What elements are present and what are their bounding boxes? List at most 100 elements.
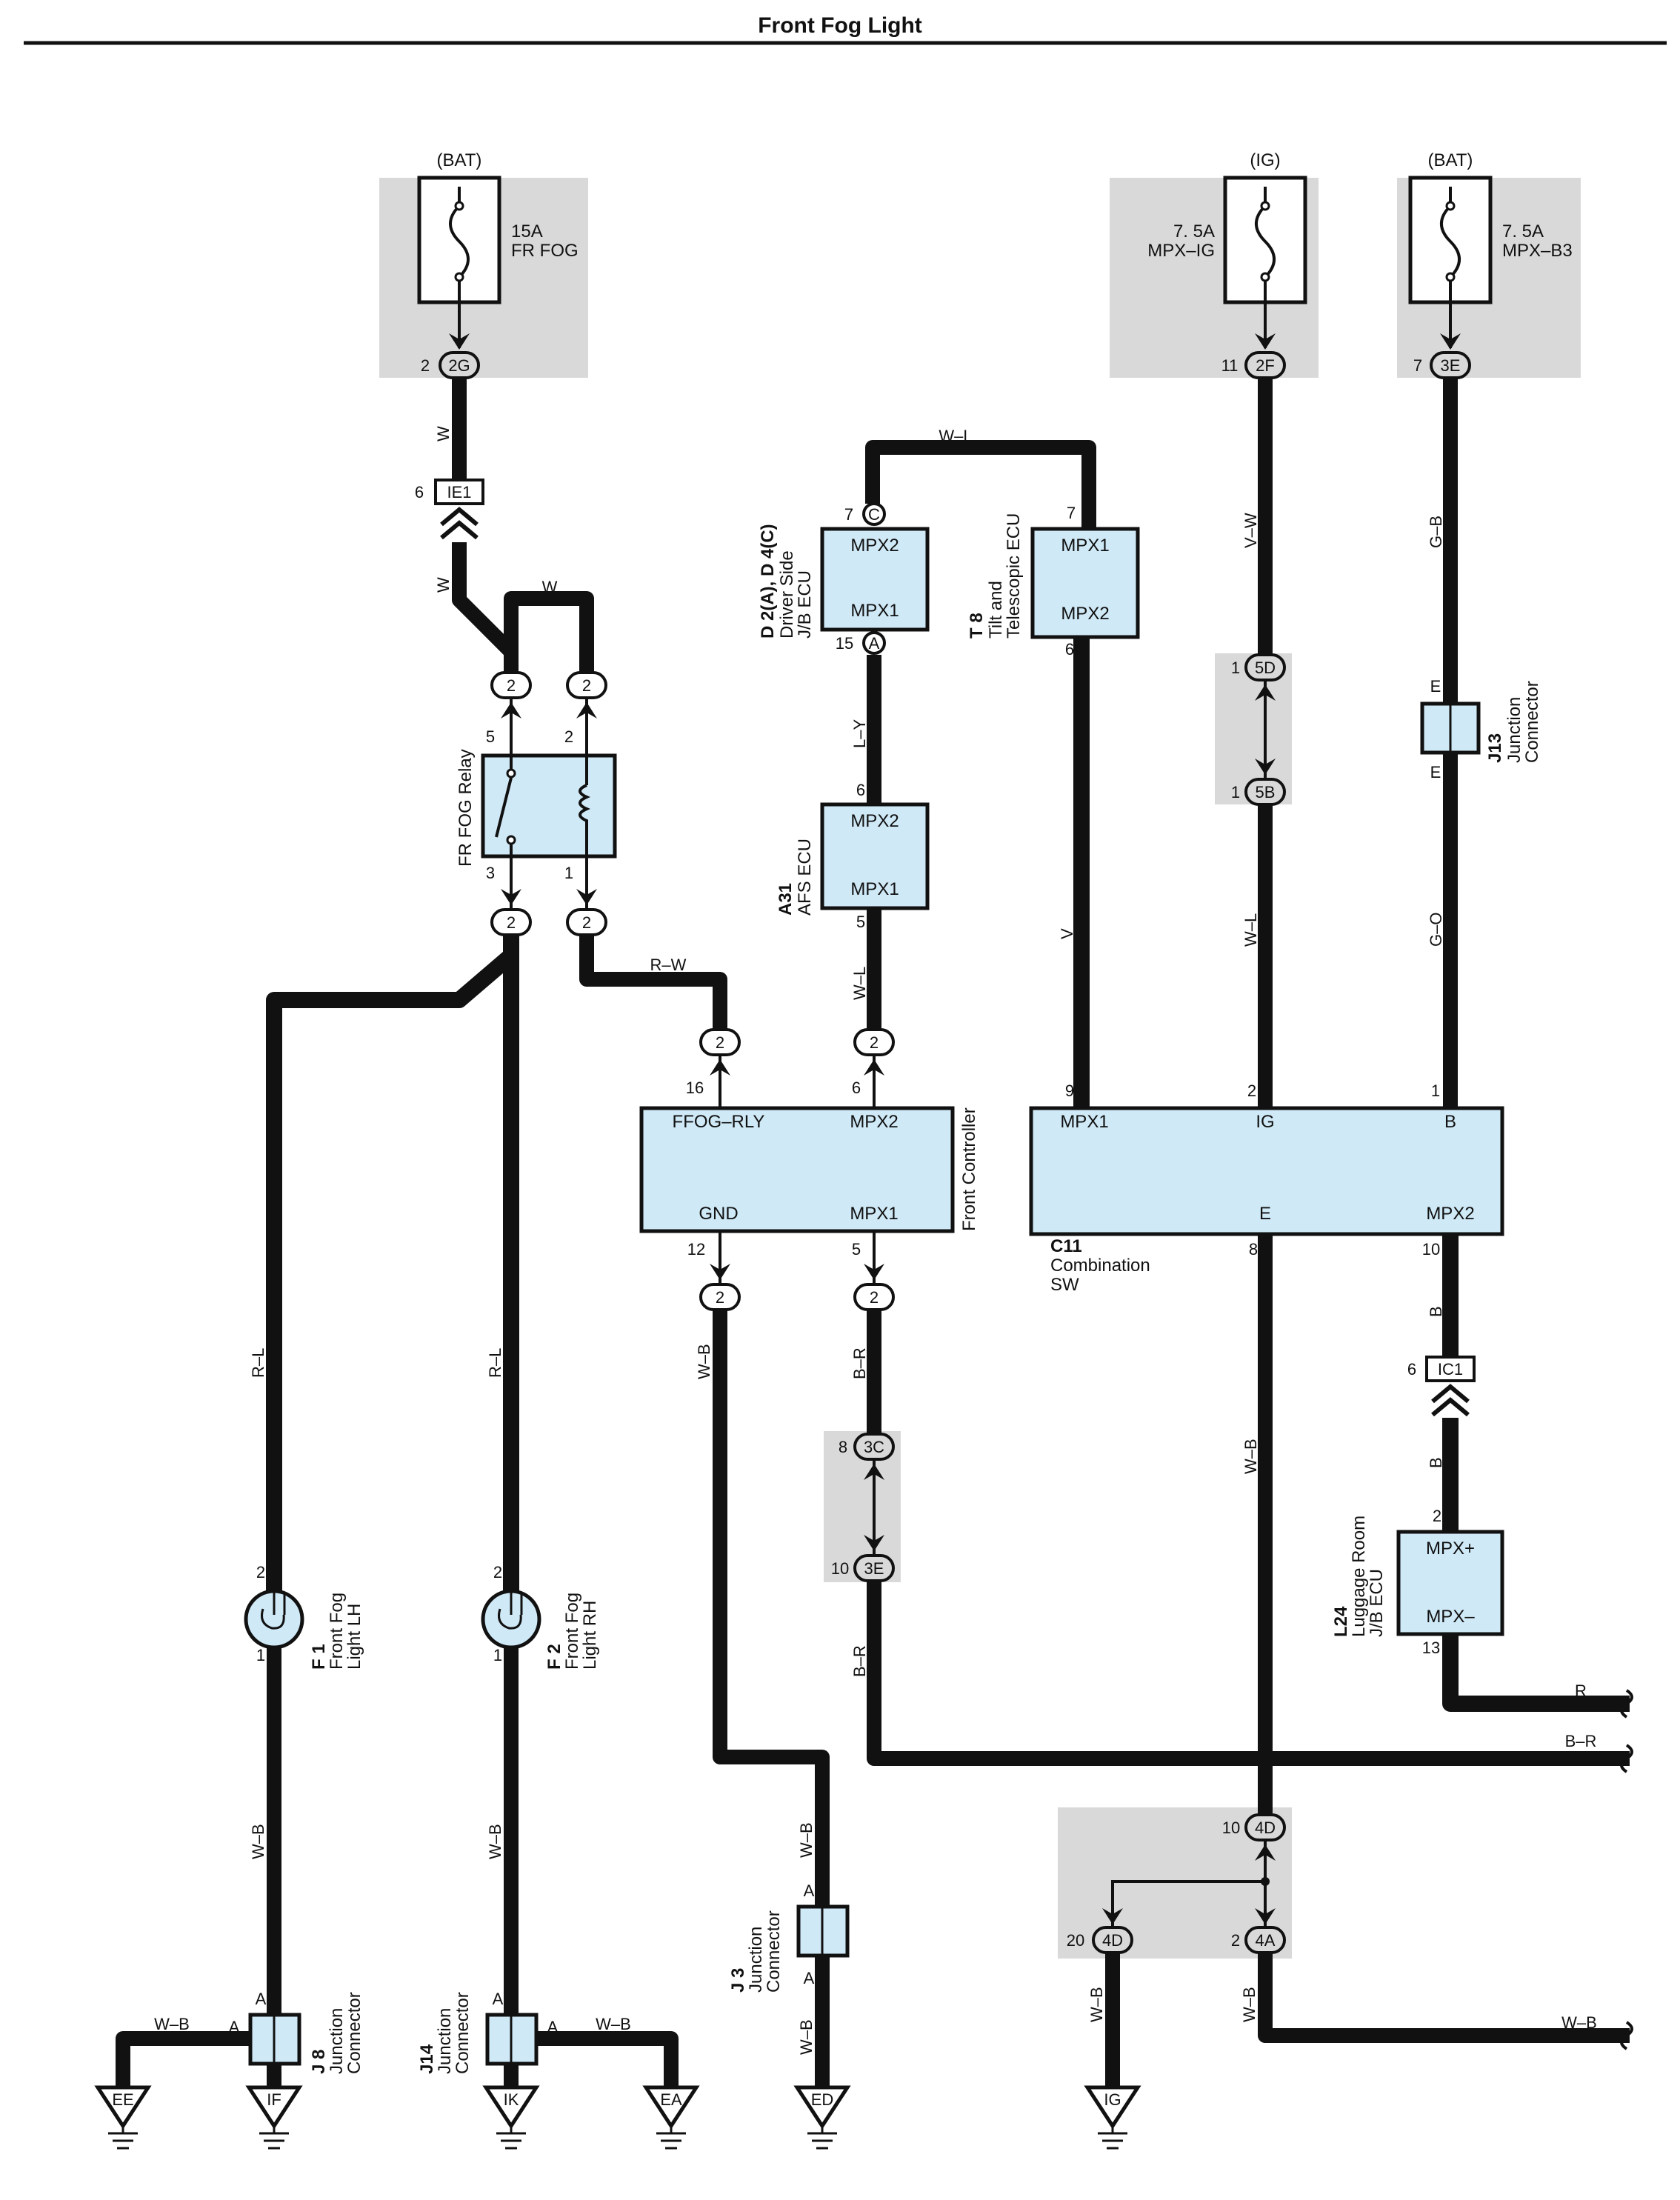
c11-mpx1: MPX1: [1060, 1112, 1108, 1132]
connector-ic1-pin: 6: [1407, 1360, 1416, 1379]
connector-relay-bot-right: [566, 908, 607, 936]
d-ecu-mpx1: MPX1: [850, 601, 899, 621]
c11-pin-2: 2: [1247, 1081, 1256, 1100]
connector-3e-label: 3E: [864, 1559, 884, 1578]
wire-label: W–B: [695, 1344, 713, 1379]
arrow-down-icon: [864, 1264, 884, 1280]
f1-pin-2: 2: [256, 1563, 265, 1581]
fuse-fr-fog-icon: [449, 187, 470, 295]
c11-pin-10: 10: [1422, 1240, 1440, 1259]
arrow-down-icon: [576, 889, 597, 905]
connector-ic1: [1425, 1356, 1476, 1382]
connector-5b-label: 5B: [1256, 783, 1276, 801]
fuse-fr-fog-name: FR FOG: [511, 241, 579, 261]
connector-4d-top: [1244, 1813, 1286, 1841]
t8-code: T 8: [967, 613, 987, 639]
wire-label: L–Y: [850, 719, 869, 748]
j3-code: J 3: [728, 1968, 748, 1993]
wire-label: W–B: [797, 1822, 816, 1858]
j14-pin-top: A: [493, 1990, 504, 2008]
connector-2f: [1244, 351, 1286, 379]
t8-name1: Tilt and: [986, 581, 1006, 639]
connector-d-a-label: A: [869, 634, 880, 653]
wire-label: W–B: [1241, 1439, 1260, 1474]
fc-name: Front Controller: [959, 1107, 979, 1231]
arrow-down-icon: [1255, 759, 1276, 775]
relay-pin-1: 1: [564, 864, 573, 882]
wire-label: B: [1427, 1457, 1445, 1468]
ground-icon: [94, 2085, 152, 2130]
ground-if-label: IF: [267, 2090, 281, 2109]
connector-3e-fuse: [1430, 351, 1471, 379]
ground-ig: IG: [1084, 2085, 1141, 2150]
l24-pin-13: 13: [1422, 1639, 1440, 1657]
connector-relay-top-left-label: 2: [507, 676, 516, 695]
j13-pin-top: E: [1430, 677, 1441, 696]
front-controller: [639, 1106, 955, 1233]
j3-name2: Connector: [764, 1910, 784, 1993]
fuse-mpx-b3-source: (BAT): [1428, 150, 1473, 170]
f2-pin-2: 2: [493, 1563, 502, 1581]
connector-fc-mpx1-label: 2: [870, 1288, 879, 1307]
connector-2g-pin: 2: [421, 356, 430, 375]
fuse-mpx-b3-icon: [1440, 187, 1461, 295]
f2-code: F 2: [544, 1644, 564, 1670]
j13-code: J13: [1485, 733, 1505, 763]
wire-label: R–L: [249, 1348, 267, 1378]
wire-label: B–R: [850, 1347, 869, 1379]
ground-ea-label: EA: [660, 2090, 682, 2109]
wire-layer: [116, 378, 1633, 2087]
t8-mpx2: MPX2: [1061, 604, 1109, 624]
connector-4d-bot-pin: 20: [1067, 1931, 1084, 1950]
d-ecu-mpx2: MPX2: [850, 536, 899, 556]
fuse-mpx-ig-source: (IG): [1250, 150, 1280, 170]
t8-pin-6: 6: [1065, 640, 1074, 659]
connector-3c-label: 3C: [864, 1438, 884, 1456]
wire-label: W–B: [797, 2019, 816, 2055]
arrow-down-icon: [1255, 1908, 1276, 1924]
connector-3c-pin: 8: [839, 1438, 847, 1456]
j13-pin-bot: E: [1430, 763, 1441, 781]
connector-ie1: [434, 479, 484, 505]
connector-relay-bot-left: [490, 908, 532, 936]
f1-code: F 1: [309, 1644, 329, 1670]
connector-relay-bot-right-label: 2: [582, 913, 591, 932]
c11-ig: IG: [1256, 1112, 1274, 1132]
ground-icon: [482, 2085, 540, 2130]
arrow-up-icon: [864, 1464, 884, 1480]
wire-label: W–B: [486, 1824, 504, 1859]
a31-mpx2: MPX2: [850, 811, 899, 831]
j14-name2: Connector: [453, 1992, 473, 2074]
f2-pin-1: 1: [493, 1646, 502, 1664]
a31-pin-6: 6: [856, 781, 865, 799]
fc-ffog-rly: FFOG–RLY: [673, 1112, 765, 1132]
fuse-mpx-b3-name: MPX–B3: [1502, 241, 1573, 261]
d-ecu-code: D 2(A), D 4(C): [758, 524, 778, 639]
wire-label: R–W: [650, 956, 687, 974]
arrow-up-icon: [710, 1059, 730, 1076]
connector-2f-pin: 11: [1221, 356, 1239, 375]
l24-name1: Luggage Room: [1349, 1516, 1369, 1637]
tilt-telescopic-ecu: [1030, 527, 1140, 639]
connector-2f-label: 2F: [1256, 356, 1275, 375]
l24-name2: J/B ECU: [1367, 1569, 1387, 1637]
connector-d-a-pin: 15: [836, 634, 853, 653]
ground-icon: [793, 2085, 851, 2130]
c11-pin-9: 9: [1065, 1081, 1074, 1100]
ground-if: IF: [245, 2085, 303, 2150]
connector-3c: [853, 1433, 895, 1461]
arrow-up-icon: [501, 702, 521, 719]
wire-label: W–L: [1241, 913, 1260, 947]
wire-label: W: [542, 578, 558, 596]
wire-label: R–L: [486, 1348, 504, 1378]
relay-pin-5: 5: [486, 727, 495, 746]
wire-label: W–B: [1087, 1987, 1106, 2022]
c11-pin-8: 8: [1249, 1240, 1258, 1259]
j14-pin-right: A: [547, 2018, 559, 2036]
c11-code: C11: [1050, 1236, 1082, 1256]
ground-ed: ED: [793, 2085, 851, 2150]
j14-code: J14: [417, 2044, 437, 2074]
wire-label: W–B: [596, 2015, 631, 2033]
c11-b: B: [1444, 1112, 1456, 1132]
fuse-mpx-ig-icon: [1255, 187, 1276, 295]
